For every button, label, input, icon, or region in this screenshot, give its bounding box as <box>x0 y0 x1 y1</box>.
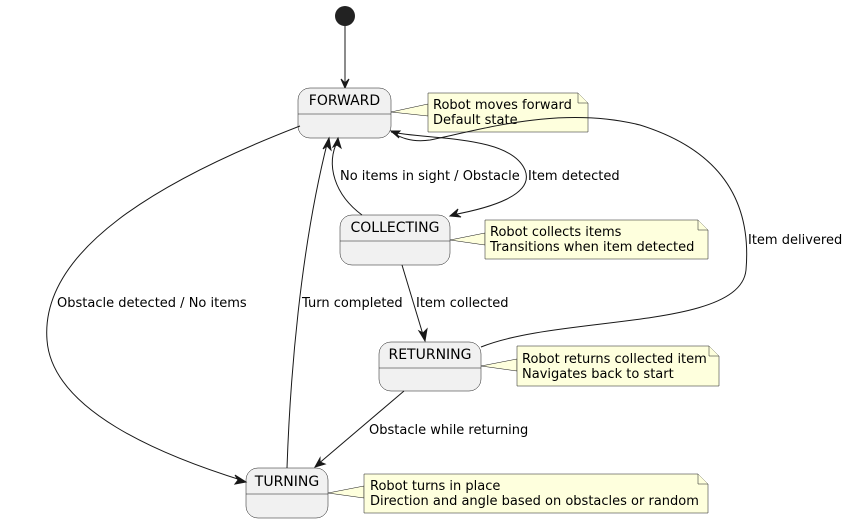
note-returning-connector <box>480 358 518 372</box>
note-collecting-box <box>484 219 709 260</box>
edge-initial-to-forward-arrow <box>340 78 350 90</box>
note-turning-connector <box>327 485 365 499</box>
note-collecting-fold <box>697 220 708 231</box>
note-forward-fold <box>577 93 588 104</box>
edge-collecting-to-forward-arrow <box>331 136 342 150</box>
note-returning-box <box>516 345 720 387</box>
edge-returning-to-turning-label: Obstacle while returning <box>369 423 528 438</box>
note-collecting-line-1: Robot collects items <box>490 225 622 240</box>
edge-forward-to-turning-arrow <box>233 474 248 485</box>
edge-collecting-to-returning <box>401 264 425 339</box>
note-forward-line-2: Default state <box>433 113 518 128</box>
note-forward-line-1: Robot moves forward <box>433 98 572 113</box>
edge-collecting-to-forward-label: No items in sight / Obstacle <box>340 169 520 184</box>
note-collecting-connector <box>449 232 486 246</box>
state-returning-box <box>378 341 482 392</box>
edge-turning-to-forward-arrow <box>322 136 332 152</box>
edge-collecting-to-returning-label: Item collected <box>416 296 509 311</box>
edge-turning-to-forward-label: Turn completed <box>301 296 403 311</box>
edge-forward-to-collecting-arrow <box>448 208 462 218</box>
edge-returning-to-turning-arrow <box>313 456 327 468</box>
note-turning-line-2: Direction and angle based on obstacles o… <box>370 494 699 509</box>
edge-forward-to-turning <box>46 125 301 482</box>
initial-state-dot <box>335 6 355 26</box>
note-collecting-line-2: Transitions when item detected <box>489 240 694 255</box>
state-turning[interactable]: TURNING <box>245 467 329 519</box>
state-forward-box <box>297 87 392 139</box>
note-returning: Robot returns collected item Navigates b… <box>480 345 720 387</box>
note-returning-fold <box>708 346 719 357</box>
edge-collecting-to-returning-arrow <box>417 327 428 343</box>
edge-returning-to-turning <box>316 390 405 466</box>
edge-forward-to-turning-label: Obstacle detected / No items <box>57 296 247 311</box>
state-forward[interactable]: FORWARD <box>297 87 392 139</box>
edge-forward-to-collecting <box>390 131 527 216</box>
edge-returning-to-forward-arrow <box>389 130 402 139</box>
note-forward-connector <box>390 103 429 117</box>
state-forward-label: FORWARD <box>309 93 380 109</box>
note-turning-line-1: Robot turns in place <box>370 479 500 494</box>
edge-returning-to-forward <box>392 116 748 348</box>
state-turning-label: TURNING <box>254 474 319 490</box>
edge-returning-to-forward-label: Item delivered <box>748 233 842 248</box>
note-returning-line-2: Navigates back to start <box>522 367 674 382</box>
note-turning-fold <box>697 474 708 485</box>
note-turning: Robot turns in place Direction and angle… <box>327 473 709 514</box>
state-returning[interactable]: RETURNING <box>378 341 482 392</box>
note-collecting: Robot collects items Transitions when it… <box>449 219 709 260</box>
state-collecting-label: COLLECTING <box>350 220 439 236</box>
edge-forward-to-collecting-label: Item detected <box>528 169 620 184</box>
note-forward: Robot moves forward Default state <box>390 92 589 133</box>
state-returning-label: RETURNING <box>388 347 471 363</box>
state-collecting[interactable]: COLLECTING <box>339 214 451 266</box>
note-turning-box <box>363 473 709 514</box>
edge-collecting-to-forward <box>331 139 363 216</box>
note-returning-line-1: Robot returns collected item <box>522 352 707 367</box>
edge-turning-to-forward <box>286 139 329 469</box>
